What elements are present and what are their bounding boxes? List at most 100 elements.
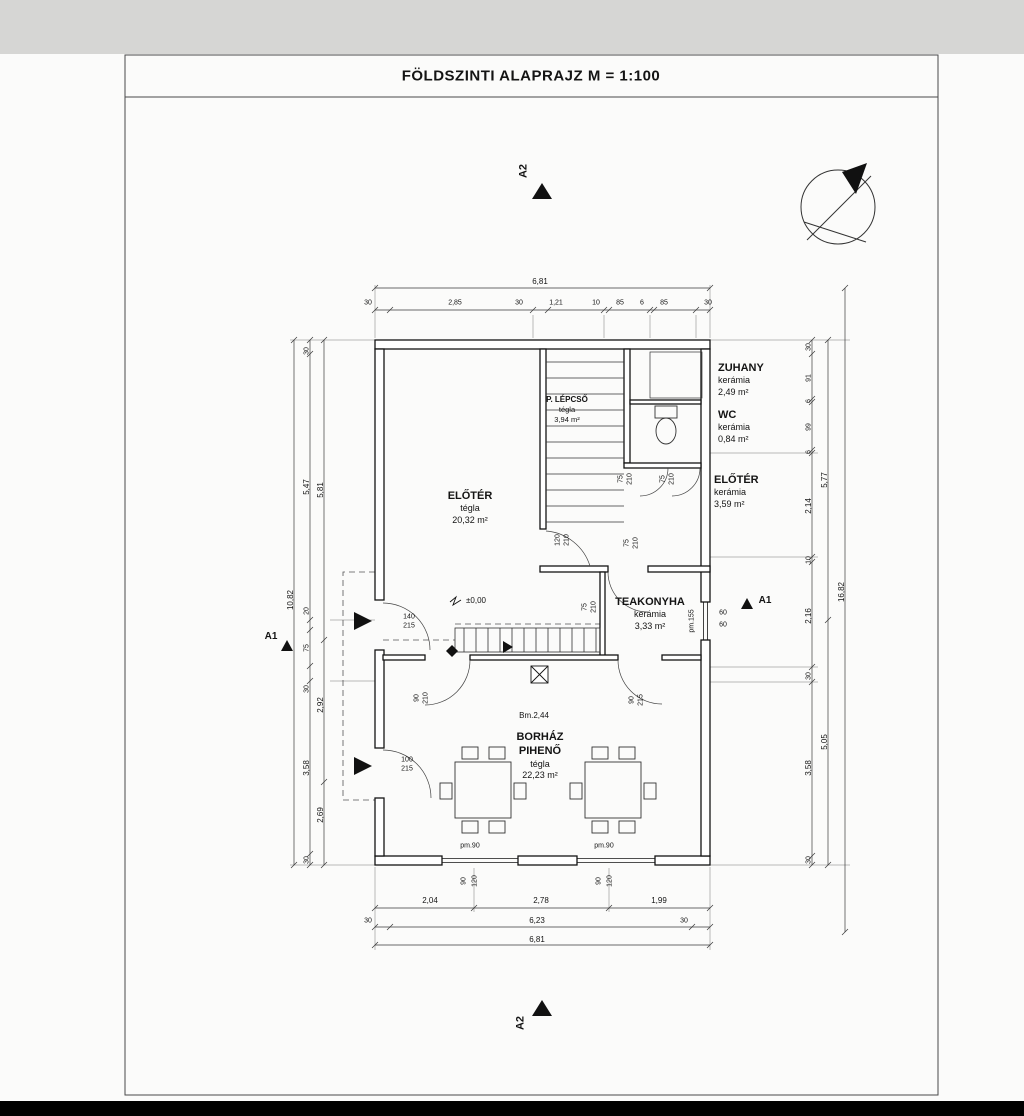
dim-right-mid-0: 5,77: [820, 472, 829, 488]
section-label-a1-left: A1: [264, 631, 278, 642]
dim-top-3: 1,21: [549, 299, 563, 307]
room-material: tégla: [530, 758, 550, 769]
room-material: kerámia: [714, 487, 747, 498]
parapet-right-label: pm.90: [594, 842, 614, 850]
bottom-bar: [0, 1101, 1024, 1116]
opening-hall-h: 210: [632, 537, 640, 549]
dim-left-total: 10,82: [286, 589, 295, 611]
room-name-2: PIHENŐ: [518, 745, 562, 758]
dim-left-4: 30: [303, 685, 311, 693]
section-a1-right-arrow-icon: [741, 598, 753, 609]
ceiling-height-label: Bm.2,44: [519, 711, 549, 720]
dim-right-5: 2,14: [804, 498, 813, 514]
dim-top-1: 2,85: [448, 299, 462, 307]
stairs: [546, 361, 624, 523]
dim-bottom-inner-2: 1,99: [651, 896, 667, 905]
scan-top-strip: [0, 0, 1024, 54]
room-label-borhaz: BORHÁZ PIHENŐ tégla 22,23 m²: [516, 730, 563, 782]
dim-right-9: 3,58: [804, 760, 813, 776]
room-label-eloter-small: ELŐTÉR kerámia 3,59 m²: [714, 473, 759, 511]
dim-right-8: 30: [805, 672, 813, 680]
room-area: 3,59 m²: [714, 499, 745, 510]
opening-wc-h: 210: [626, 473, 634, 485]
dim-right-2: 6: [805, 399, 813, 403]
walls: [374, 339, 711, 866]
section-label-a2-top: A2: [517, 163, 530, 179]
room-name: ELŐTÉR: [447, 490, 493, 503]
door-height: 215: [403, 622, 415, 629]
opening-borhaz1-h: 210: [422, 692, 430, 704]
room-area: 3,94 m²: [554, 415, 580, 425]
room-label-eloter-main: ELŐTÉR tégla 20,32 m²: [448, 489, 493, 527]
dim-top-2: 30: [515, 299, 523, 307]
section-a1-left-arrow-icon: [281, 640, 293, 651]
door-arcs: [382, 467, 701, 799]
north-arrow-icon: [800, 163, 876, 245]
dim-right-1: 91: [805, 374, 813, 382]
cellar-stair-hatch: [454, 627, 601, 653]
room-label-lepcso: P. LÉPCSŐ tégla 3,94 m²: [546, 395, 588, 425]
room-area: 3,33 m²: [634, 621, 666, 632]
entry-arrow-lower-icon: [354, 757, 372, 775]
dim-top-4: 10: [592, 299, 600, 307]
dim-left-5: 3,58: [302, 760, 311, 776]
door-size-left-lower: 100 215: [401, 756, 413, 774]
room-area: 0,84 m²: [718, 434, 749, 445]
section-label-a1-right: A1: [758, 595, 772, 606]
room-label-teakonyha: TEAKONYHA kerámia 3,33 m²: [615, 595, 685, 633]
level-label: ±0,00: [466, 596, 486, 605]
dim-left-3: 75: [303, 644, 311, 652]
entry-arrow-upper-icon: [354, 612, 372, 630]
dim-right-3: 99: [805, 423, 813, 431]
dim-left-6: 30: [303, 856, 311, 864]
dim-left-2: 20: [303, 607, 311, 615]
furniture-tables: [439, 746, 657, 834]
dim-bottom-inner-1: 2,78: [533, 896, 549, 905]
dim-left-mid-2: 2,69: [316, 807, 325, 823]
parapet-left-label: pm.90: [460, 842, 480, 850]
dim-bottom-mid-2: 30: [680, 917, 688, 925]
dim-right-4: 6: [805, 450, 813, 454]
opening-wc-w: 75: [617, 475, 625, 483]
room-area: 22,23 m²: [522, 770, 558, 781]
shower-tray: [649, 351, 703, 399]
dim-top-6: 6: [640, 299, 644, 307]
parapet-kitchen-label: pm.155: [688, 609, 696, 633]
dim-right-0: 30: [805, 343, 813, 351]
dimension-lines: [290, 284, 850, 950]
dim-right-7: 2,16: [804, 608, 813, 624]
dim-left-mid-0: 5,81: [316, 482, 325, 498]
door-width: 100: [401, 756, 413, 764]
dim-right-6: 10: [805, 556, 813, 564]
room-material: tégla: [558, 405, 576, 415]
room-material: tégla: [460, 503, 480, 514]
room-name: P. LÉPCSŐ: [546, 395, 588, 405]
dim-top-5: 85: [616, 299, 624, 307]
opening-kitchen-w: 75: [581, 603, 589, 611]
room-label-zuhany: ZUHANY kerámia 2,49 m²: [718, 361, 764, 399]
dim-left-mid-1: 2,92: [316, 697, 325, 713]
dim-left-0: 30: [303, 347, 311, 355]
dim-top-0: 30: [364, 299, 372, 307]
opening-hall-w: 75: [623, 539, 631, 547]
room-name: BORHÁZ: [516, 731, 564, 744]
level-mark-icon: [449, 595, 462, 607]
dim-bottom-mid-0: 30: [364, 917, 372, 925]
column: [530, 665, 549, 684]
opening-shower-w: 75: [659, 475, 667, 483]
opening-borhaz2-w: 90: [628, 696, 636, 704]
dim-window-right-h: 120: [606, 875, 614, 887]
dim-right-mid-1: 5,05: [820, 734, 829, 750]
dim-left-1: 5,47: [302, 479, 311, 495]
room-name: ELŐTÉR: [714, 474, 759, 487]
room-material: kerámia: [633, 609, 667, 620]
room-label-wc: WC kerámia 0,84 m²: [718, 408, 750, 446]
room-material: kerámia: [718, 422, 751, 433]
dim-top-total: 6,81: [532, 277, 548, 286]
niche-dim-b: 60: [719, 621, 727, 629]
room-area: 20,32 m²: [452, 515, 488, 526]
opening-stair-h: 210: [563, 534, 571, 546]
room-name: WC: [718, 409, 737, 422]
dim-right-10: 30: [805, 856, 813, 864]
